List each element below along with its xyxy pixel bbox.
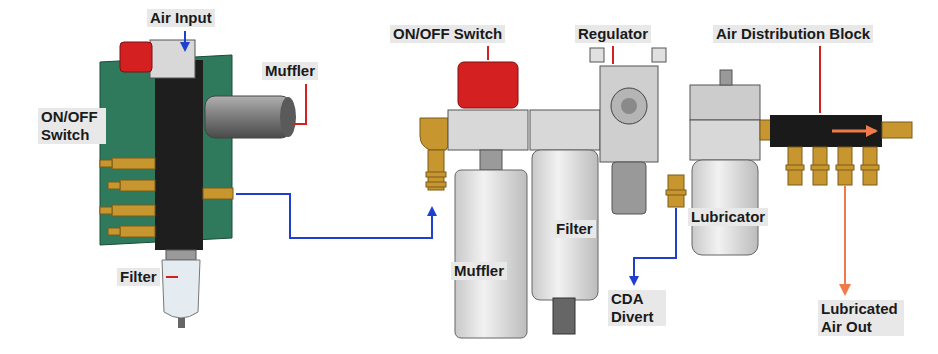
left-assembly-part-part [100,207,112,214]
left-assembly [100,40,296,328]
part-label: Lubricator [688,208,768,226]
right-assembly-part [621,98,637,114]
right-assembly-part [611,88,647,124]
right-assembly-part [720,70,732,85]
right-assembly-part-part [786,165,804,170]
right-assembly-part [553,298,575,334]
right-assembly-part [612,162,646,214]
part-label: Lubricated Air Out [818,300,904,336]
right-assembly-part [690,120,760,160]
part-label: Filter [553,220,596,238]
right-assembly-part [600,66,658,162]
left-assembly-part [120,42,152,72]
leader-line [487,46,489,60]
left-assembly-part-part [203,188,233,199]
left-assembly-part-part [120,226,155,237]
right-assembly-part-part [666,190,686,195]
right-assembly-part [666,175,686,207]
left-assembly-part [178,318,185,328]
part-label: ON/OFF Switch [390,25,505,43]
leader-line [294,84,306,124]
left-assembly-part-part [108,182,120,189]
right-assembly-part-part [426,182,446,187]
left-assembly-part [150,40,195,78]
left-assembly-part [100,158,233,237]
right-assembly-part [426,150,446,190]
right-assembly-part [480,150,502,170]
right-assembly-part [448,110,528,150]
right-assembly-part [590,48,604,62]
part-label: Muffler [451,262,507,280]
right-assembly-part [532,150,598,300]
right-assembly-part-part [426,172,446,177]
lubricated-air-line [844,186,846,294]
left-assembly-part [162,260,200,318]
right-assembly-part [458,62,518,108]
right-assembly-part [420,118,448,150]
left-assembly-part-part [108,228,120,235]
part-label: Air Input [147,9,215,27]
left-assembly-part [205,96,291,138]
right-assembly-part [832,130,876,133]
left-assembly-part [280,97,296,137]
air-hose-line [236,194,432,238]
right-assembly-part [770,115,882,147]
right-assembly-part [690,85,760,120]
right-assembly-part [786,147,879,185]
left-assembly-part [166,250,196,260]
part-label: Muffler [262,62,318,80]
part-label: Filter [117,268,160,286]
part-label: Air Distribution Block [713,25,873,43]
air-input-arrow [184,31,186,50]
right-assembly-part [882,122,912,138]
cda-divert-line [634,208,676,284]
right-assembly-part-part [861,165,879,170]
left-assembly-part-part [120,180,155,191]
right-assembly-part [652,48,666,62]
leader-line [166,276,178,278]
leader-line [819,46,821,113]
left-assembly-part-part [112,158,155,169]
leader-line [612,46,614,64]
left-assembly-part [155,60,203,250]
part-label: ON/OFF Switch [38,108,106,144]
part-label: Regulator [575,25,651,43]
right-assembly-part-part [836,165,854,170]
left-assembly-part-part [112,205,155,216]
right-assembly-part-part [811,165,829,170]
right-assembly [420,48,912,338]
right-assembly-part [455,170,527,338]
right-assembly-part [530,110,600,150]
part-label: CDA Divert [608,290,666,326]
left-assembly-part-part [100,160,112,167]
